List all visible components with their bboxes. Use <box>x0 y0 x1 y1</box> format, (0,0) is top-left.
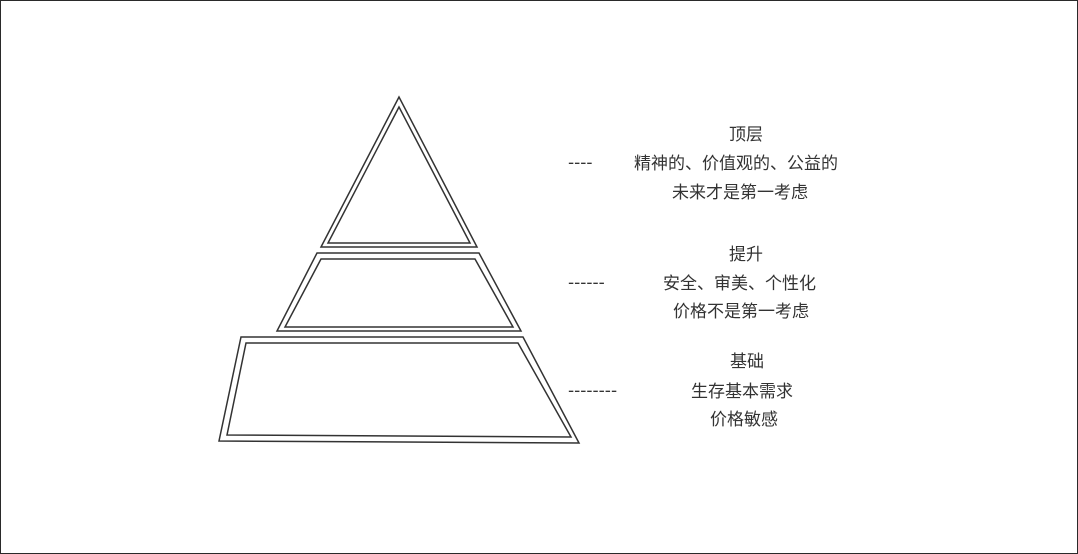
tier-top-description: 精神的、价值观的、公益的 <box>634 154 838 174</box>
pyramid-tier-top <box>319 95 479 248</box>
tier-middle-connector: ------ <box>568 273 605 293</box>
tier-middle-note: 价格不是第一考虑 <box>673 302 809 322</box>
pyramid-tier-middle <box>275 252 523 332</box>
tier-middle-description: 安全、审美、个性化 <box>663 274 816 294</box>
pyramid-tier-bottom <box>218 336 581 444</box>
tier-middle-title: 提升 <box>729 245 763 265</box>
tier-bottom-title: 基础 <box>730 352 764 372</box>
tier-bottom-description: 生存基本需求 <box>691 382 793 402</box>
tier-bottom-connector: -------- <box>568 381 618 401</box>
tier-top-note: 未来才是第一考虑 <box>672 183 808 203</box>
tier-bottom-note: 价格敏感 <box>710 410 778 430</box>
tier-top-connector: ---- <box>568 153 593 173</box>
tier-top-title: 顶层 <box>729 125 763 145</box>
